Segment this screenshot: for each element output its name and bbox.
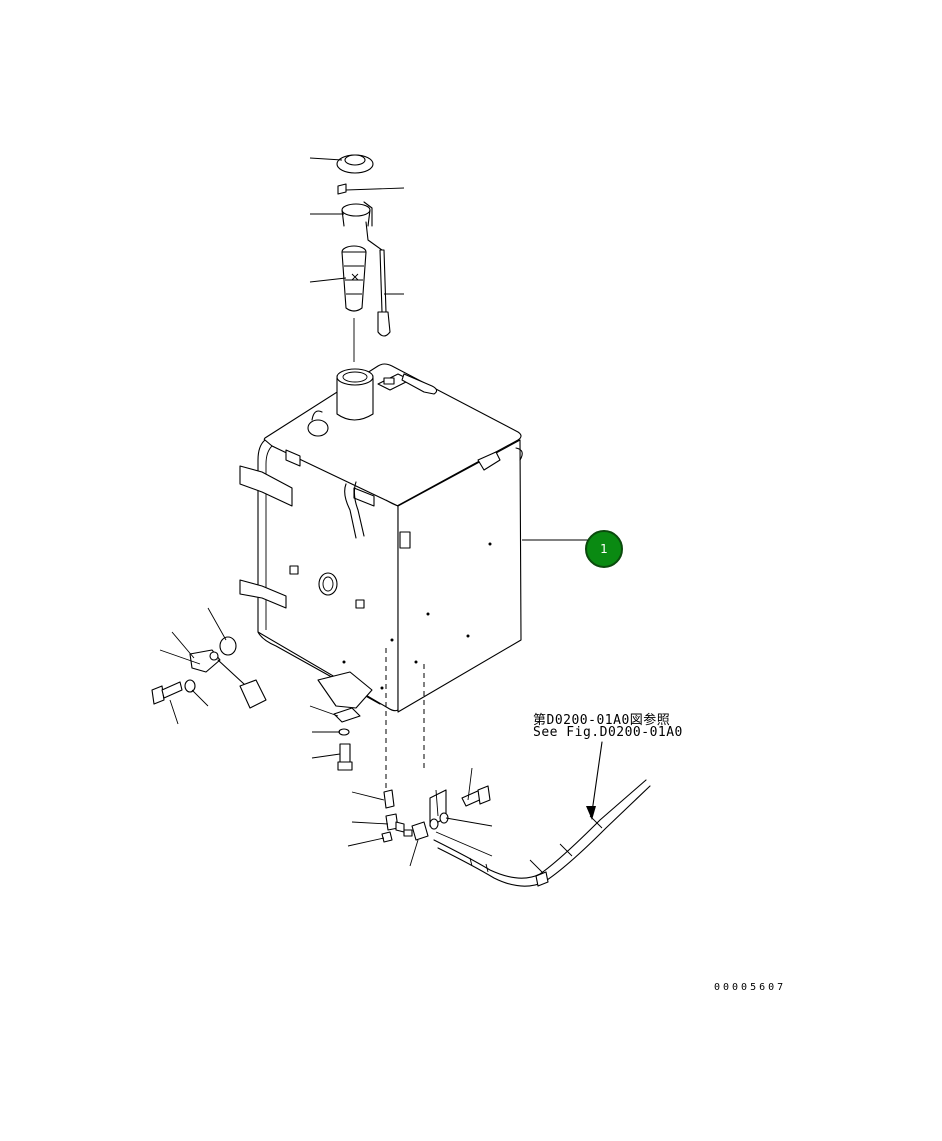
lifting-handle bbox=[401, 373, 438, 395]
drain-guard bbox=[317, 671, 373, 709]
return-pipe bbox=[344, 481, 365, 539]
drain-washer-plate bbox=[333, 707, 361, 723]
fuel-hose bbox=[433, 779, 651, 887]
bolt-right bbox=[461, 785, 491, 807]
side-brackets bbox=[239, 465, 293, 609]
reference-english: See Fig.D0200-01A0 bbox=[533, 725, 683, 740]
top-plate-fitting bbox=[377, 373, 411, 391]
holes bbox=[342, 542, 492, 690]
connector-small bbox=[381, 831, 393, 843]
leader-lines bbox=[159, 157, 588, 867]
washer-right bbox=[429, 818, 439, 830]
tee-fitting bbox=[403, 821, 429, 841]
drain-bolt bbox=[337, 743, 353, 771]
sender-port bbox=[318, 572, 338, 596]
filler-neck bbox=[336, 368, 374, 421]
callout-number: 1 bbox=[600, 542, 608, 556]
cap-screw-small bbox=[337, 183, 347, 195]
strainer-ring bbox=[341, 201, 373, 227]
part-callout-1[interactable]: 1 bbox=[585, 530, 623, 568]
breather-lug bbox=[307, 410, 329, 437]
reference-japanese: 第D0200-01A0図参照 bbox=[533, 713, 671, 728]
washer-left bbox=[184, 679, 196, 693]
reference-arrow bbox=[586, 741, 603, 820]
mounting-brackets bbox=[285, 447, 523, 549]
dipstick bbox=[365, 221, 391, 337]
drain-washer bbox=[338, 728, 350, 736]
filler-cap bbox=[336, 154, 374, 174]
level-sender bbox=[189, 649, 267, 709]
fuel-tank-body bbox=[257, 363, 522, 713]
elbow-fitting bbox=[385, 813, 405, 833]
bolt-left bbox=[151, 681, 183, 705]
small-bosses bbox=[289, 565, 365, 609]
o-ring bbox=[219, 636, 237, 656]
strainer bbox=[341, 245, 367, 312]
drawing-number: 00005607 bbox=[714, 982, 787, 993]
clip bbox=[383, 789, 395, 809]
